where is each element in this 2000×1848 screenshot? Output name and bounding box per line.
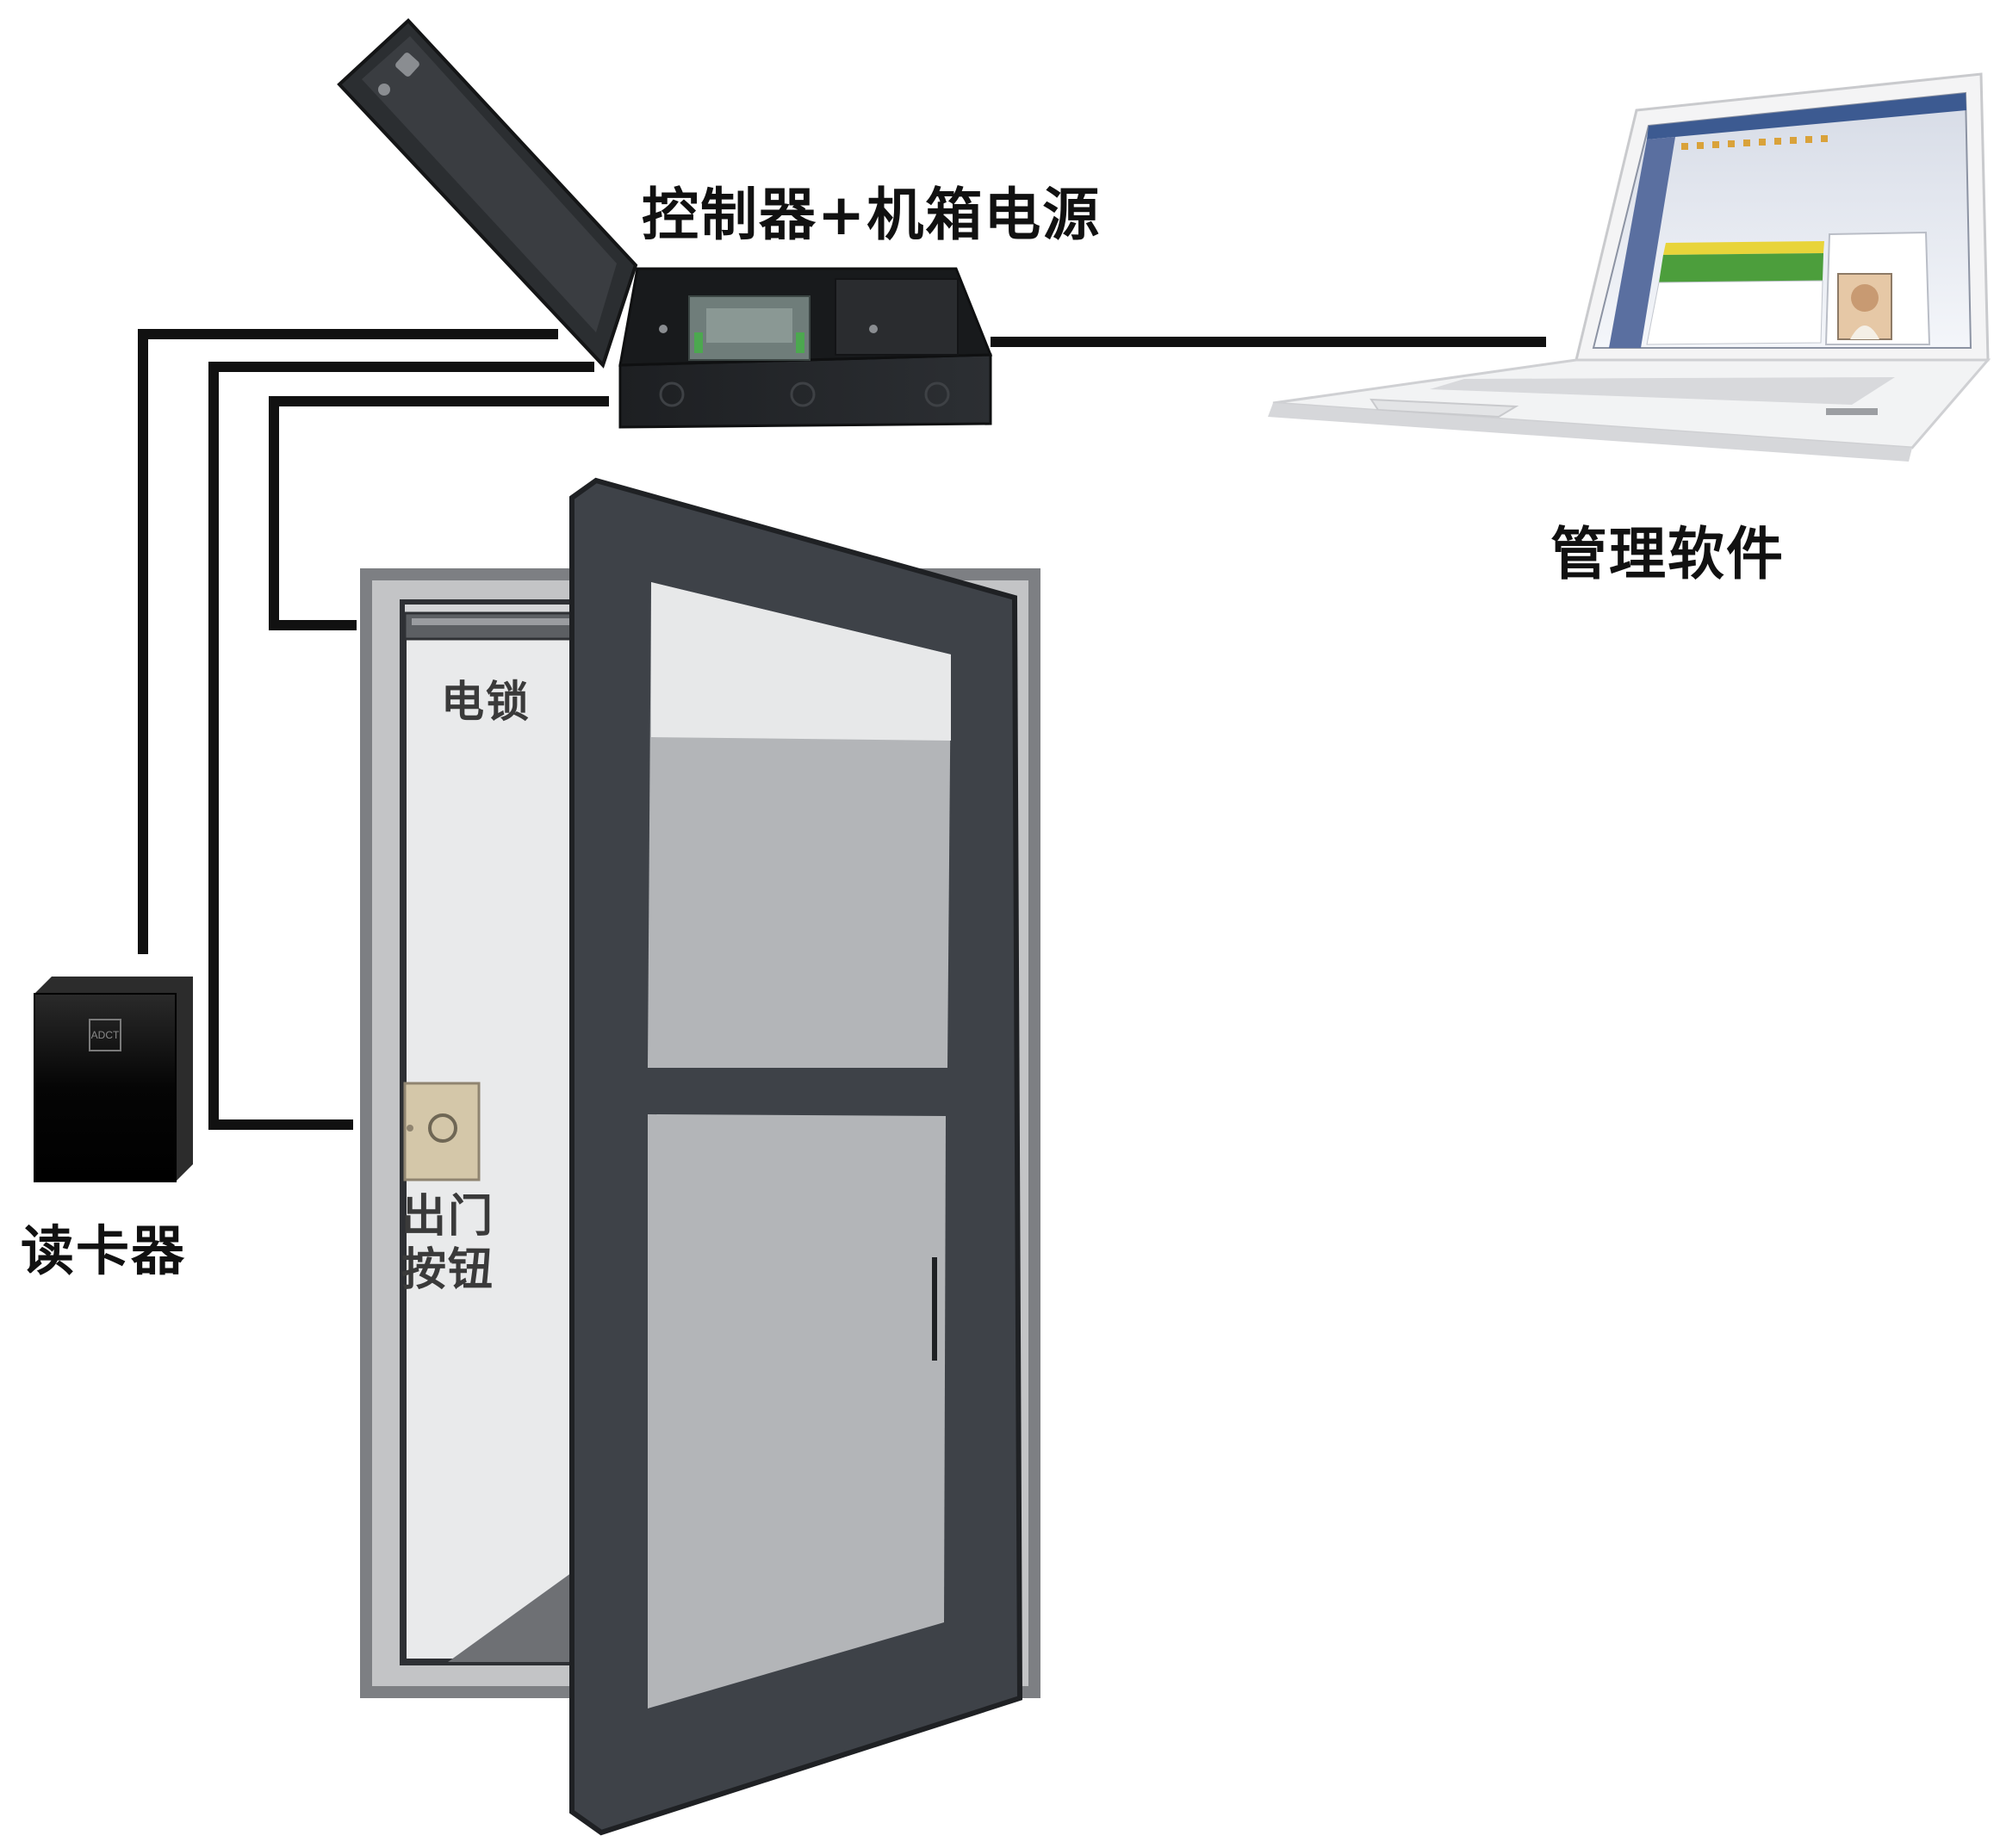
door-handle: [932, 1257, 937, 1361]
wire-card-reader: [138, 329, 558, 954]
door-assembly: [360, 477, 1040, 1836]
wire-exit-button: [208, 362, 594, 1130]
laptop-ports: [1826, 408, 1878, 415]
card-reader-logo-text: ADCT: [91, 1029, 120, 1041]
controller-label: 控制器+机箱电源: [642, 182, 1102, 248]
software-event-row-green: [1659, 253, 1823, 282]
exit-button-label: 出门 按钮: [401, 1191, 495, 1296]
wires: [138, 329, 1546, 1130]
software-toolbar: [1681, 135, 1828, 150]
card-reader-logo: [89, 1019, 121, 1051]
laptop-keyboard: [1430, 377, 1895, 405]
wire-electric-lock: [269, 396, 609, 630]
electric-lock: [403, 611, 579, 641]
card-reader-body: [34, 993, 177, 1182]
laptop: [1268, 72, 1991, 462]
card-reader: ADCT: [34, 977, 193, 1182]
exit-button-icon: [428, 1113, 457, 1143]
card-reader-label: 读卡器: [21, 1219, 187, 1282]
exit-button: [403, 1082, 481, 1181]
electric-lock-label: 电锁: [441, 677, 531, 727]
management-software-label: 管理软件: [1550, 521, 1785, 587]
lid-lock-icon: [395, 53, 419, 77]
power-supply: [835, 278, 959, 356]
controller-box: [337, 18, 993, 429]
laptop-trackpad: [1370, 398, 1519, 419]
door-glass-lower: [648, 1114, 946, 1708]
software-event-row-yellow: [1663, 241, 1824, 255]
